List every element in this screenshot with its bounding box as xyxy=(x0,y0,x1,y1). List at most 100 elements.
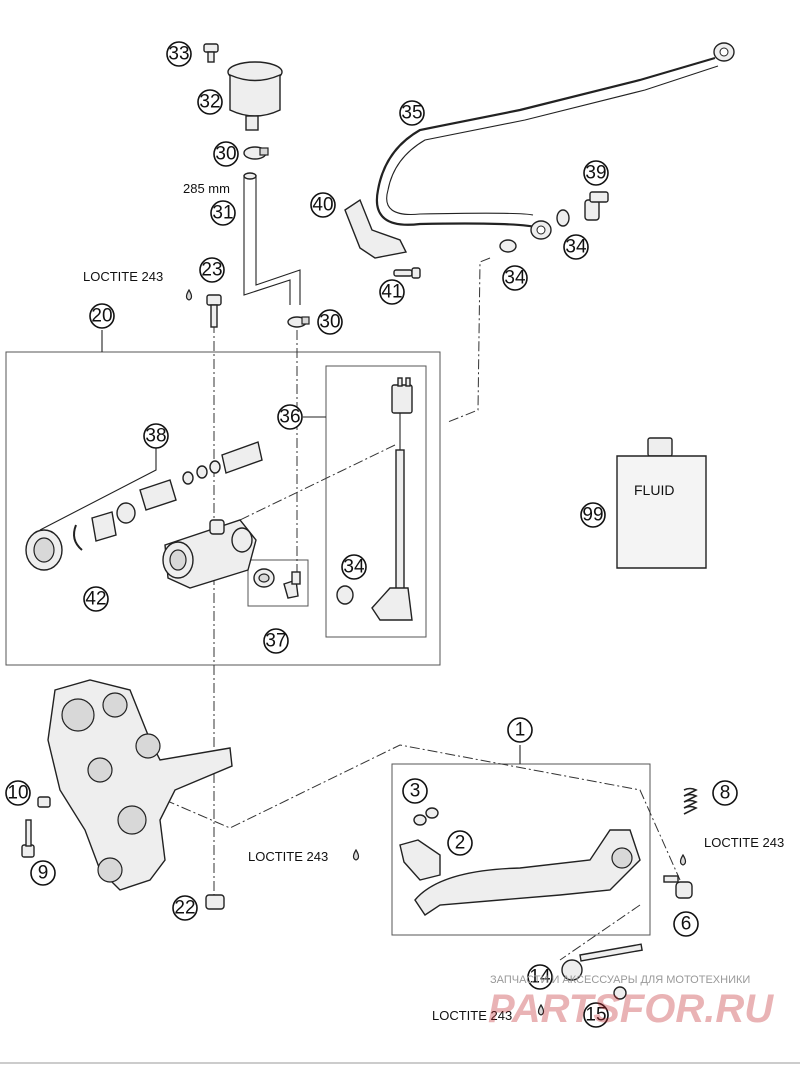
reservoir-32 xyxy=(227,61,283,131)
callout-20: 20 xyxy=(89,303,115,329)
svg-text:31: 31 xyxy=(212,203,233,224)
callout-1: 1 xyxy=(507,717,533,743)
guide-40 xyxy=(344,198,408,259)
spring-8 xyxy=(683,787,698,815)
callout-15: 15 xyxy=(583,1002,609,1028)
pivot-14 xyxy=(561,943,643,981)
banjo-35-start xyxy=(530,220,552,240)
loctite-label-15: LOCTITE 243 xyxy=(432,1008,512,1023)
callout-39: 39 xyxy=(583,160,609,186)
svg-text:37: 37 xyxy=(265,631,286,652)
svg-text:22: 22 xyxy=(174,898,195,919)
svg-text:42: 42 xyxy=(85,589,106,610)
loctite-drop-23 xyxy=(185,288,193,301)
svg-text:20: 20 xyxy=(91,306,112,327)
svg-text:40: 40 xyxy=(312,195,333,216)
callout-38: 38 xyxy=(143,423,169,449)
screw-41 xyxy=(393,267,421,279)
svg-text:14: 14 xyxy=(529,967,551,988)
callout-99: 99 xyxy=(580,502,606,528)
loctite-label-2: LOCTITE 243 xyxy=(248,849,328,864)
svg-text:38: 38 xyxy=(145,426,166,447)
callout-34-right: 34 xyxy=(563,234,589,260)
callout-41: 41 xyxy=(379,279,405,305)
axis-line-35-36 xyxy=(447,257,491,423)
bolt-6 xyxy=(663,875,693,899)
hose-length-label: 285 mm xyxy=(183,181,230,196)
svg-text:39: 39 xyxy=(585,163,606,184)
callout-37: 37 xyxy=(263,628,289,654)
svg-text:34: 34 xyxy=(565,237,587,258)
svg-text:34: 34 xyxy=(343,557,365,578)
svg-text:41: 41 xyxy=(381,282,402,303)
svg-text:23: 23 xyxy=(201,260,222,281)
screws-3 xyxy=(413,807,439,826)
svg-text:6: 6 xyxy=(681,914,692,935)
callout-34-switch: 34 xyxy=(341,554,367,580)
svg-text:99: 99 xyxy=(582,505,603,526)
svg-text:2: 2 xyxy=(455,833,466,854)
loctite-label-23: LOCTITE 243 xyxy=(83,269,163,284)
group-box-1 xyxy=(391,763,651,936)
axis-line-frame-pedal xyxy=(164,744,681,881)
callout-35: 35 xyxy=(399,100,425,126)
bolt-33 xyxy=(203,43,219,63)
group-box-20 xyxy=(5,351,441,666)
loctite-drop-15 xyxy=(537,1003,545,1016)
loctite-drop-2 xyxy=(352,848,360,861)
switch-36 xyxy=(371,377,413,621)
callout-42: 42 xyxy=(83,586,109,612)
svg-text:34: 34 xyxy=(504,268,526,289)
callout-23: 23 xyxy=(199,257,225,283)
bolt-23 xyxy=(206,294,222,328)
callout-3: 3 xyxy=(402,778,428,804)
hose-31 xyxy=(243,175,301,305)
callout-40: 40 xyxy=(310,192,336,218)
watermark-logo: PARTSFOR.RU xyxy=(488,987,774,1031)
washer-34-right xyxy=(556,209,570,227)
loctite-drop-6 xyxy=(679,853,687,866)
connector-37 xyxy=(253,568,301,599)
clamp-30-bottom xyxy=(287,316,310,328)
banjo-bolt-39 xyxy=(584,191,609,221)
frame-bracket xyxy=(47,679,233,891)
master-cylinder-body xyxy=(162,519,257,589)
circlip xyxy=(73,524,83,551)
bolt-9 xyxy=(21,819,35,858)
callout-9: 9 xyxy=(30,860,56,886)
brake-pedal xyxy=(414,829,641,916)
callout-30-top: 30 xyxy=(213,141,239,167)
svg-text:1: 1 xyxy=(515,720,526,741)
brake-line-35 xyxy=(375,56,716,230)
svg-text:15: 15 xyxy=(585,1005,606,1026)
boot-42 xyxy=(25,529,63,571)
pedal-step-2 xyxy=(399,839,441,881)
callout-14: 14 xyxy=(527,964,553,990)
nut-22 xyxy=(205,894,225,910)
callout-22: 22 xyxy=(172,895,198,921)
fluid-label: FLUID xyxy=(634,482,674,498)
svg-text:30: 30 xyxy=(319,312,340,333)
callout-32: 32 xyxy=(197,89,223,115)
nut-15 xyxy=(613,986,627,1000)
clamp-30-top xyxy=(243,146,269,160)
banjo-35-end xyxy=(713,42,735,62)
svg-text:36: 36 xyxy=(279,407,300,428)
nut-10 xyxy=(37,796,51,808)
callout-10: 10 xyxy=(5,780,31,806)
svg-text:10: 10 xyxy=(7,783,28,804)
fluid-bottle-99 xyxy=(616,437,707,569)
callout-34-left: 34 xyxy=(502,265,528,291)
svg-text:9: 9 xyxy=(38,863,49,884)
callout-8: 8 xyxy=(712,780,738,806)
group-box-37 xyxy=(247,559,309,607)
callout-6: 6 xyxy=(673,911,699,937)
callout-31: 31 xyxy=(210,200,236,226)
svg-text:30: 30 xyxy=(215,144,236,165)
washer-34-left xyxy=(499,239,517,253)
washer-34-switch xyxy=(336,585,354,605)
svg-text:33: 33 xyxy=(168,44,189,65)
group-box-36 xyxy=(325,365,427,638)
svg-text:3: 3 xyxy=(410,781,421,802)
